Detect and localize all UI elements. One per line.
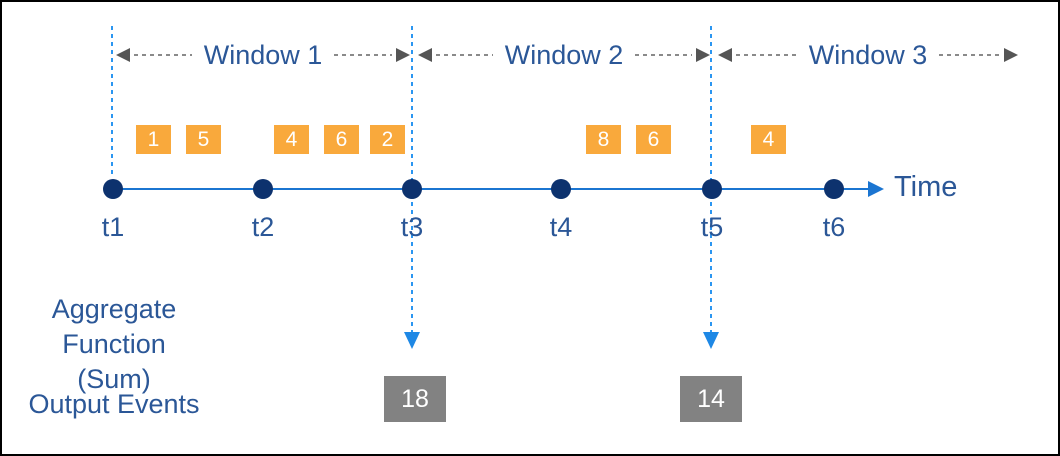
- aggregate-function-label: Aggregate Function (Sum): [22, 292, 206, 397]
- output-arrow-t5-icon: [703, 332, 719, 349]
- timeline-dot-t3: [402, 179, 422, 199]
- arrow-right-icon: [396, 48, 411, 62]
- output-arrow-t3-icon: [404, 332, 420, 349]
- time-axis-label: Time: [894, 171, 958, 203]
- dashed-line: [134, 54, 192, 56]
- event-box: 4: [274, 125, 309, 154]
- timeline-dot-t2: [253, 179, 273, 199]
- window-3-span: Window 3: [718, 40, 1019, 70]
- event-box: 6: [636, 125, 671, 154]
- timeline-axis: [113, 188, 870, 190]
- dashed-line: [939, 54, 1001, 56]
- tick-label-t2: t2: [251, 212, 275, 242]
- event-box: 6: [324, 125, 359, 154]
- window-boundary-line-t1: [111, 26, 113, 178]
- output-event-box: 18: [384, 376, 446, 422]
- arrow-left-icon: [418, 48, 432, 62]
- timeline-dot-t6: [824, 179, 844, 199]
- output-events-label: Output Events: [28, 389, 200, 419]
- timeline-arrow-icon: [868, 181, 884, 197]
- arrow-right-icon: [1004, 48, 1019, 62]
- tick-label-t3: t3: [400, 212, 424, 242]
- tick-label-t6: t6: [822, 212, 846, 242]
- event-box: 2: [370, 125, 405, 154]
- timeline-dot-t4: [551, 179, 571, 199]
- dashed-line: [736, 54, 797, 56]
- output-event-box: 14: [680, 376, 742, 422]
- arrow-left-icon: [116, 48, 130, 62]
- dashed-line: [635, 54, 693, 56]
- tick-label-t5: t5: [700, 212, 724, 242]
- timeline-dot-t1: [103, 179, 123, 199]
- window-1-span: Window 1: [116, 40, 411, 70]
- window-2-span: Window 2: [418, 40, 711, 70]
- dashed-line: [334, 54, 393, 56]
- window-1-label: Window 1: [203, 40, 323, 70]
- event-box: 8: [586, 125, 621, 154]
- tick-label-t4: t4: [549, 212, 573, 242]
- event-box: 5: [186, 125, 221, 154]
- arrow-right-icon: [696, 48, 711, 62]
- window-3-label: Window 3: [808, 40, 928, 70]
- event-box: 4: [751, 125, 786, 154]
- window-2-label: Window 2: [504, 40, 624, 70]
- arrow-left-icon: [718, 48, 732, 62]
- timeline-dot-t5: [702, 179, 722, 199]
- aggregate-function-label-line2: Function (Sum): [62, 329, 166, 394]
- event-box: 1: [136, 125, 171, 154]
- aggregate-function-label-line1: Aggregate: [51, 294, 177, 324]
- tick-label-t1: t1: [101, 212, 125, 242]
- dashed-line: [436, 54, 493, 56]
